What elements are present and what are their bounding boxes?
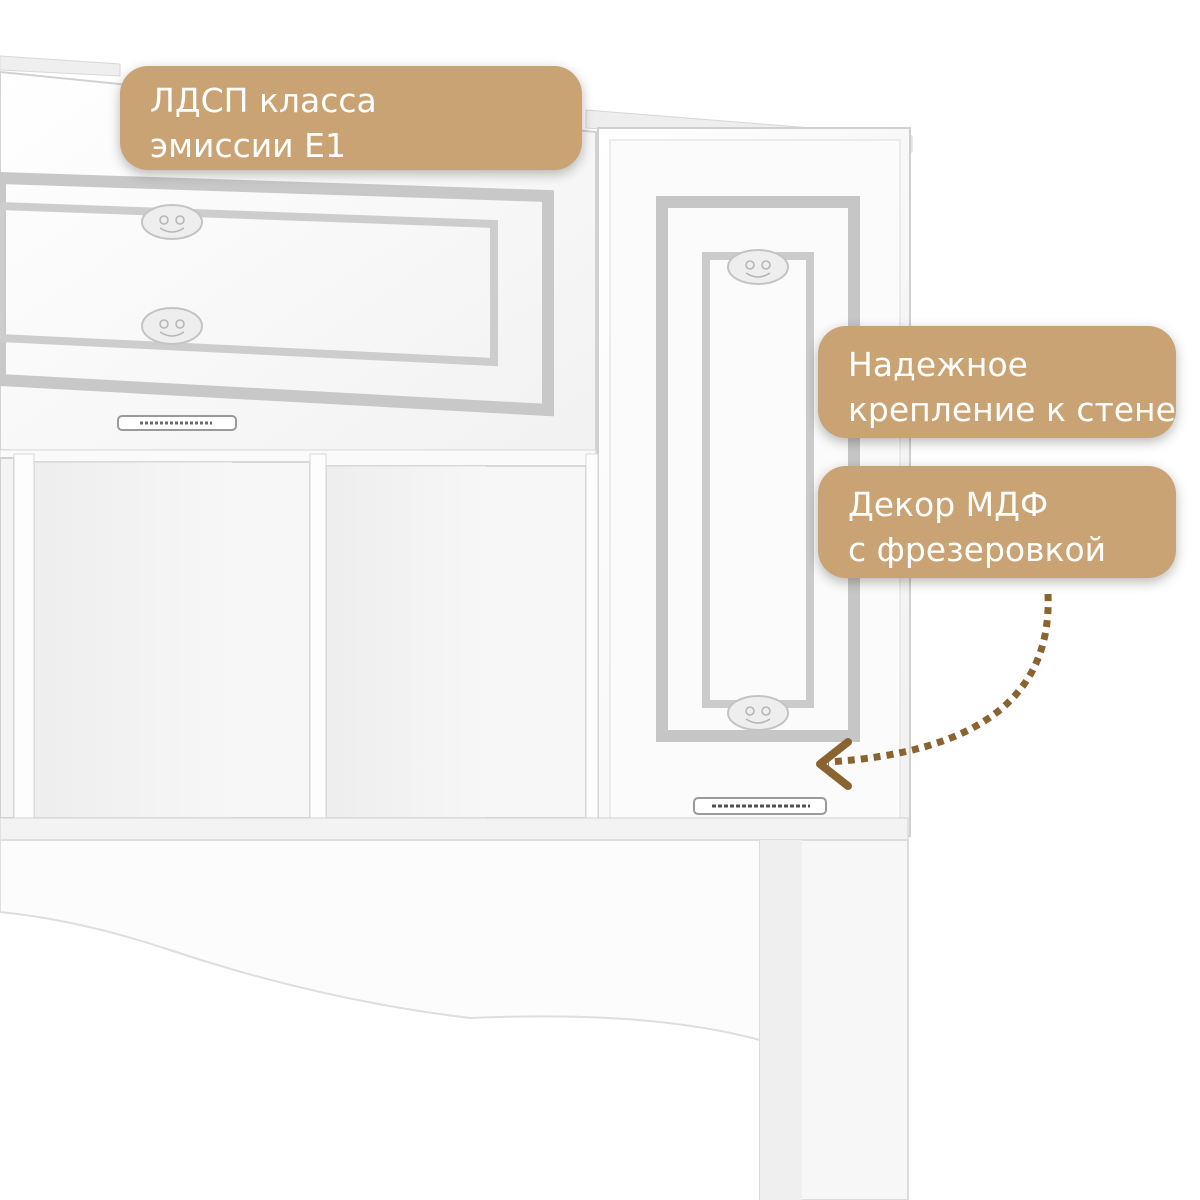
shelf-divider (13, 453, 35, 829)
dotted-arrow-icon (816, 593, 1052, 790)
shelf-compartment (0, 457, 15, 819)
callout-decor: Декор МДФ с фрезеровкой (818, 466, 1176, 578)
shelf-compartment-side (326, 466, 486, 818)
shelf-divider (309, 453, 327, 829)
shelf-divider (585, 453, 599, 835)
rosette-icon (141, 307, 203, 345)
callout-mounting-line: крепление к стене (848, 390, 1176, 429)
rosette-icon (727, 249, 789, 285)
rosette-icon (727, 695, 789, 731)
callout-material-line: ЛДСП класса (150, 81, 377, 120)
callout-mounting-line: Надежное (848, 345, 1028, 384)
top-cornice-left (0, 55, 121, 77)
arched-apron (0, 839, 761, 1042)
callout-material-line: эмиссии Е1 (150, 126, 346, 165)
shelf-compartment-side (34, 462, 232, 818)
handle-icon (693, 797, 827, 815)
bottom-board (0, 817, 909, 841)
handle-icon (117, 415, 237, 431)
callout-material: ЛДСП класса эмиссии Е1 (120, 66, 582, 170)
right-leg-side (760, 840, 802, 1200)
callout-mounting: Надежное крепление к стене (818, 326, 1176, 438)
rosette-icon (141, 204, 203, 240)
callout-decor-line: Декор МДФ (848, 485, 1049, 524)
flap-door-milling-outer (0, 171, 554, 417)
flap-door-milling-inner (0, 201, 498, 367)
callout-decor-line: с фрезеровкой (848, 530, 1107, 569)
